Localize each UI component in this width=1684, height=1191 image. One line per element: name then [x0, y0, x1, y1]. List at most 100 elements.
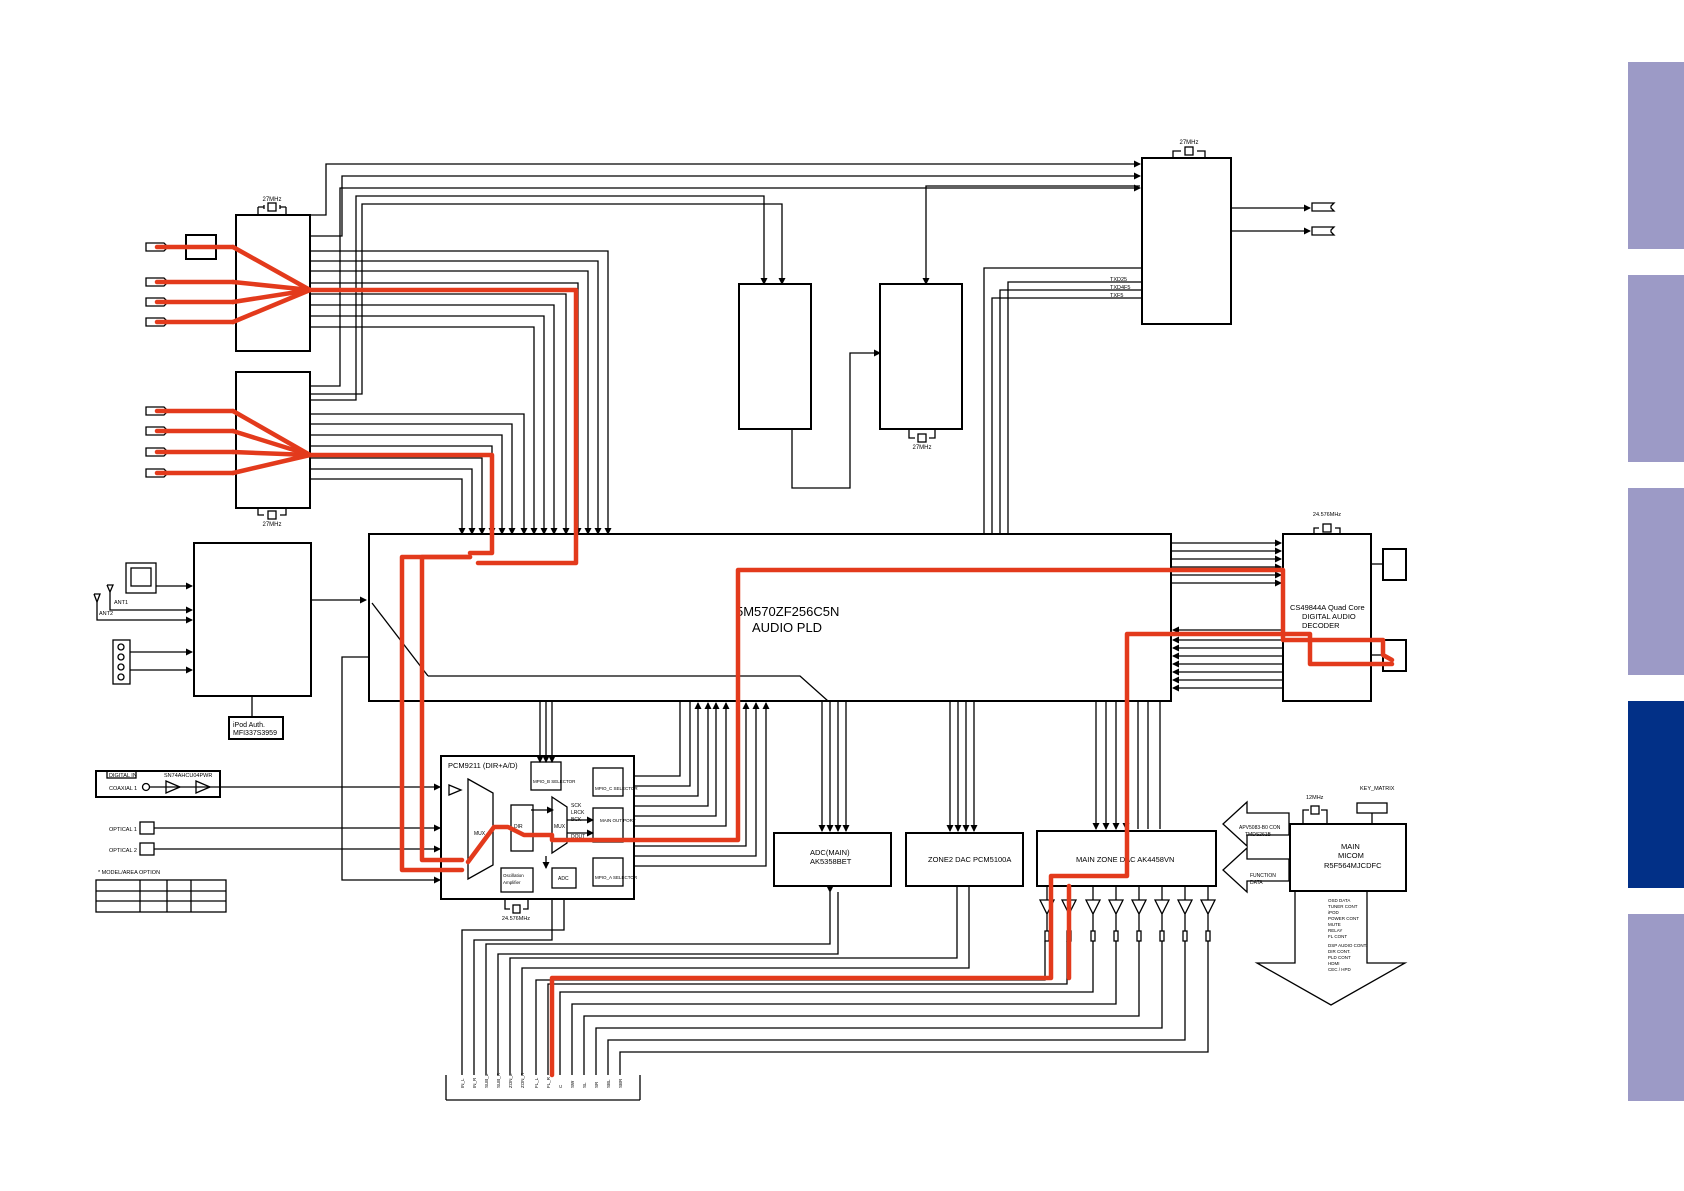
side-tab-3[interactable] — [1628, 488, 1684, 675]
tmds-label: TMDS261B — [1245, 832, 1272, 838]
bottom-routing — [445, 886, 1209, 1101]
data-label: DATA — [1250, 880, 1263, 886]
model-option-label: * MODEL/AREA OPTION — [98, 870, 160, 876]
crystal-27mhz-c: 27MHz — [908, 429, 936, 451]
usb-connector-icon — [125, 562, 193, 594]
ctrl-5: RELAY — [1328, 928, 1342, 933]
pld-part-number: 5M570ZF256C5N — [736, 604, 839, 619]
ant2-label: ANT2 — [99, 611, 113, 617]
zone2-dac-label: ZONE2 DAC PCM5100A — [928, 855, 1011, 864]
dsp-label-1: CS49844A Quad Core — [1290, 603, 1365, 612]
signal-path-highlight — [154, 244, 1395, 1078]
main-out-label: MAIN OUT PORT — [600, 818, 636, 823]
digital-in-label: DIGITAL IN — [109, 773, 137, 779]
dsp-label-2: DIGITAL AUDIO — [1302, 612, 1356, 621]
audio-block-diagram: 27MHz 27MHz — [93, 140, 1408, 1101]
mpio-a-label: MPIO_A SELECTOR — [595, 875, 638, 880]
antenna-icon: ANT1 ANT2 — [93, 584, 193, 624]
pld-dsp-buses — [1171, 539, 1283, 692]
crystal-24mhz-label-b: 24.576MHz — [1313, 512, 1341, 518]
adc-main-part: AK5358BET — [810, 857, 852, 866]
ctrl-11: CEC / HPD — [1328, 967, 1352, 972]
pin-label-6: FL_L — [534, 1077, 539, 1088]
crystal-24mhz-b: 24.576MHz — [1313, 512, 1341, 534]
crystal-27mhz-label-c: 27MHz — [912, 445, 931, 451]
micom-block: MAIN MICOM R5F564MJCDFC 12MHz KEY_MATRIX… — [1222, 786, 1408, 1006]
coaxial-label: COAXIAL 1 — [109, 786, 137, 792]
crystal-27mhz-label-d: 27MHz — [1179, 140, 1198, 146]
apv-label: APV5083-B0 CON — [1239, 825, 1281, 831]
dsp-block: CS49844A Quad Core DIGITAL AUDIO DECODER… — [1282, 512, 1407, 702]
ctrl-4: MUTE — [1328, 922, 1341, 927]
hdmi-a-to-pld — [310, 250, 612, 535]
dir-label: DIR — [514, 824, 523, 830]
ctrl-8: DIR CONT. — [1328, 949, 1351, 954]
pin-label-12: SBL — [606, 1079, 611, 1088]
pin-label-8: C — [558, 1084, 563, 1088]
ctrl-6: FL CONT — [1328, 934, 1347, 939]
pcm-pld-links — [536, 701, 770, 867]
side-tab-5[interactable] — [1628, 914, 1684, 1101]
micom-label-1: MAIN — [1341, 842, 1360, 851]
crystal-24mhz-a: 24.576MHz — [502, 899, 530, 922]
ctrl-9: PLD CONT — [1328, 955, 1351, 960]
txd-label-3: TXF5 — [1110, 293, 1123, 299]
buffer-part-label: SN74AHCU04PWR — [164, 773, 212, 779]
tuner-usb-block: ANT1 ANT2 iPod Auth. MFI337S3959 — [93, 542, 312, 740]
side-tab-1[interactable] — [1628, 62, 1684, 249]
crystal-27mhz-b: 27MHz — [257, 508, 287, 528]
ctrl-10: HDMI — [1328, 961, 1340, 966]
pin-label-2: SUB_L — [484, 1073, 489, 1088]
ctrl-0: OSD DATA — [1328, 898, 1350, 903]
pin-label-5: ZON_R — [520, 1072, 525, 1088]
hdmi-input-block-b: 27MHz — [145, 371, 311, 528]
crystal-27mhz-a: 27MHz — [257, 197, 287, 215]
osc-label-1: Oscillation — [503, 873, 524, 878]
zone2-dac-block: ZONE2 DAC PCM5100A — [905, 701, 1024, 887]
crystal-27mhz-label-a: 27MHz — [262, 197, 281, 203]
side-tab-4-active[interactable] — [1628, 701, 1684, 888]
crystal-27mhz-label-b: 27MHz — [262, 522, 281, 528]
pin-label-9: SW — [570, 1080, 575, 1088]
mux2-label: MUX — [554, 824, 566, 830]
dout-label: DOUT — [571, 834, 585, 840]
sck-label: SCK — [571, 803, 582, 809]
model-option-table: * MODEL/AREA OPTION — [95, 870, 227, 913]
optical1-label: OPTICAL 1 — [109, 827, 137, 833]
pin-label-3: SUB_R — [496, 1072, 501, 1088]
crystal-27mhz-d: 27MHz — [1172, 140, 1206, 158]
function-label: FUNCTION — [1250, 873, 1276, 879]
ipod-dock-connector-icon — [112, 639, 193, 685]
output-buffers — [1038, 886, 1217, 942]
ant1-label: ANT1 — [114, 600, 128, 606]
key-matrix-label: KEY_MATRIX — [1360, 786, 1395, 792]
pin-label-4: ZON_L — [508, 1073, 513, 1088]
txd-label-2: TXD4F5 — [1110, 285, 1130, 291]
crystal-24mhz-label-a: 24.576MHz — [502, 916, 530, 922]
ctrl-7: DSP AUDIO CONT. — [1328, 943, 1367, 948]
lrck-label: LRCK — [571, 810, 585, 816]
pin-label-7: FL_R — [546, 1076, 551, 1088]
top-buses — [310, 160, 1141, 401]
hdmi-output-block: 27MHz TXD25 TXD4F5 TXF5 — [983, 140, 1336, 534]
adc-main-label: ADC(MAIN) — [810, 848, 850, 857]
ipod-auth-part: MFI337S3959 — [233, 730, 277, 737]
hdmi-connectors-b — [145, 406, 168, 478]
dsp-label-3: DECODER — [1302, 621, 1340, 630]
side-tab-2[interactable] — [1628, 275, 1684, 462]
pin-label-11: SR — [594, 1081, 599, 1088]
osc-label-2: Amplifier — [503, 880, 521, 885]
adc-main-block: ADC(MAIN) AK5358BET — [773, 701, 892, 887]
micom-label-2: MICOM — [1338, 851, 1364, 860]
ctrl-2: iPOD — [1328, 910, 1340, 915]
hdmi-connectors-a — [145, 242, 168, 327]
ctrl-1: TUNER CONT — [1328, 904, 1358, 909]
txd-label-1: TXD25 — [1110, 277, 1127, 283]
hdmi-tx-block: 27MHz — [738, 185, 1140, 489]
adc-small-label: ADC — [558, 876, 569, 882]
bottom-pin-labels: IN_L IN_R SUB_L SUB_R ZON_L ZON_R FL_L F… — [460, 1072, 623, 1088]
pin-label-1: IN_R — [472, 1077, 477, 1088]
mpio-c-label: MPIO_C SELECTOR — [595, 786, 638, 791]
pin-label-10: SL — [582, 1082, 587, 1088]
hdmi-b-to-pld — [310, 413, 528, 535]
